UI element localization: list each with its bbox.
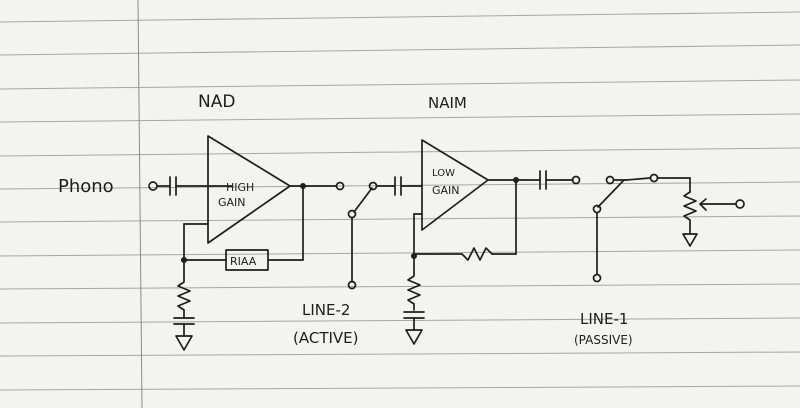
- line-1-label: LINE-1: [580, 310, 628, 328]
- nad-label: NAD: [198, 92, 235, 112]
- phono-input: [148, 176, 209, 196]
- line-2-switch: [302, 176, 423, 290]
- high-gain-text-1: HIGH: [226, 181, 254, 194]
- low-gain-amplifier: [421, 139, 489, 231]
- output-stage: [515, 170, 745, 283]
- line-1-note: (PASSIVE): [574, 333, 633, 347]
- low-gain-text-1: LOW: [432, 168, 455, 179]
- naim-label: NAIM: [428, 94, 467, 112]
- line-2-label: LINE-2: [302, 301, 350, 319]
- riaa-text: RIAA: [230, 255, 257, 268]
- high-gain-text-2: GAIN: [218, 196, 246, 209]
- high-gain-amplifier: [207, 135, 301, 244]
- margin-line: [137, 0, 143, 408]
- naim-feedback-network: [403, 177, 519, 345]
- phono-input-label: Phono: [58, 176, 114, 197]
- low-gain-text-2: GAIN: [432, 184, 460, 197]
- line-2-note: (ACTIVE): [293, 329, 359, 347]
- ruled-lines: [0, 11, 800, 391]
- nad-feedback-network: [173, 183, 306, 351]
